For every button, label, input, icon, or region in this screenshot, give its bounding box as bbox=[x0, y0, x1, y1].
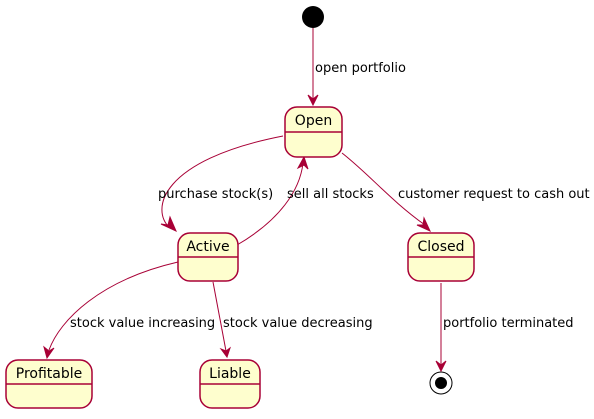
state-closed: Closed bbox=[407, 232, 475, 282]
arrowhead-start-to-open bbox=[307, 94, 319, 107]
arrowhead-closed-to-end bbox=[435, 360, 447, 373]
edge-open-to-closed bbox=[341, 152, 426, 226]
state-open: Open bbox=[284, 106, 343, 158]
state-profitable: Profitable bbox=[5, 359, 93, 409]
state-open-label: Open bbox=[295, 113, 332, 129]
edge-active-to-liable bbox=[212, 281, 227, 352]
state-liable-label: Liable bbox=[209, 366, 251, 382]
transition-label-purchase-stocks: purchase stock(s) bbox=[158, 187, 273, 202]
arrowhead-active-to-profitable bbox=[43, 345, 55, 360]
edge-active-to-open bbox=[236, 162, 304, 246]
initial-state-node bbox=[302, 6, 324, 28]
arrowhead-open-to-closed bbox=[416, 216, 432, 233]
state-profitable-label: Profitable bbox=[16, 366, 83, 382]
state-active-label: Active bbox=[186, 239, 229, 255]
arrowhead-open-to-active bbox=[160, 215, 177, 233]
edge-active-to-profitable bbox=[48, 261, 179, 351]
state-liable: Liable bbox=[199, 359, 261, 409]
arrowhead-active-to-liable bbox=[219, 346, 231, 359]
transition-label-sell-all-stocks: sell all stocks bbox=[287, 187, 374, 202]
final-state-node bbox=[429, 371, 453, 395]
state-closed-label: Closed bbox=[417, 239, 464, 255]
transition-label-value-increasing: stock value increasing bbox=[70, 316, 215, 331]
transition-label-cash-out: customer request to cash out bbox=[398, 187, 590, 202]
transition-label-value-decreasing: stock value decreasing bbox=[223, 316, 373, 331]
transition-label-portfolio-terminated: portfolio terminated bbox=[443, 316, 574, 331]
state-active: Active bbox=[177, 232, 239, 282]
transition-label-open-portfolio: open portfolio bbox=[315, 61, 406, 76]
edge-open-to-active bbox=[161, 135, 284, 229]
arrowhead-active-to-open bbox=[296, 155, 309, 170]
